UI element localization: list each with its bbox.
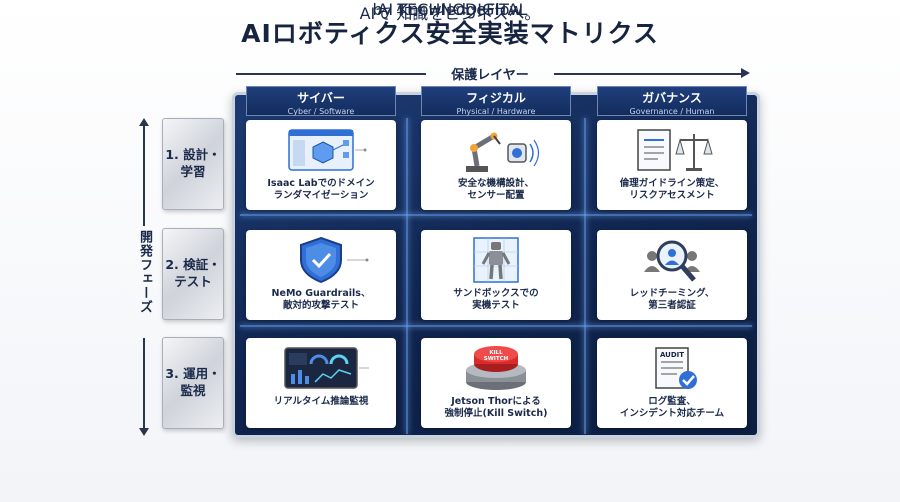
column-header-cyber: サイバー Cyber / Software	[246, 86, 396, 116]
cell-cyber-design: Isaac Labでのドメイン ランダマイゼーション	[246, 120, 396, 210]
kill-switch-icon	[421, 344, 571, 394]
row-header-label: 3. 運用・ 監視	[165, 366, 221, 398]
row-header-operate: 3. 運用・ 監視	[162, 337, 224, 429]
grid-line	[584, 118, 586, 434]
layer-axis-label: 保護レイヤー	[451, 68, 529, 83]
arrow-right-icon	[741, 68, 750, 78]
column-header-governance: ガバナンス Governance / Human	[597, 86, 747, 116]
cell-text: Jetson Thorによる 強制停止(Kill Switch)	[444, 396, 548, 420]
arrow-down-icon	[139, 428, 149, 436]
phase-axis-label: 開発フェーズ	[137, 230, 152, 314]
cell-physical-design: 安全な機構設計、 センサー配置	[421, 120, 571, 210]
row-header-label: 1. 設計・ 学習	[165, 147, 221, 179]
row-header-design: 1. 設計・ 学習	[162, 118, 224, 210]
cell-governance-design: 倫理ガイドライン策定、 リスクアセスメント	[597, 120, 747, 210]
cell-governance-verify: レッドチーミング、 第三者認証	[597, 230, 747, 320]
column-header-physical: フィジカル Physical / Hardware	[421, 86, 571, 116]
phase-axis-line-top	[143, 124, 145, 226]
grid-line	[406, 118, 408, 434]
cell-cyber-operate: リアルタイム推論監視	[246, 338, 396, 428]
cell-text: 倫理ガイドライン策定、 リスクアセスメント	[619, 178, 725, 202]
brand-name: AI KnowledgeFlow	[377, 0, 523, 19]
arrow-up-icon	[139, 118, 149, 126]
cell-physical-operate: KILL SWITCH Jetson Thorによる 強制停止(Kill Swi…	[421, 338, 571, 428]
phase-axis-line-bottom	[143, 338, 145, 430]
column-header-title: フィジカル	[466, 91, 526, 105]
cell-governance-operate: AUDIT ログ監査、 インシデント対応チーム	[597, 338, 747, 428]
column-header-subtitle: Cyber / Software	[287, 107, 355, 116]
audit-label: AUDIT	[659, 351, 685, 359]
phase-axis: 開発フェーズ	[132, 118, 156, 436]
robot-arm-icon	[421, 126, 571, 176]
column-header-title: サイバー	[297, 91, 345, 105]
humanoid-robot-icon	[421, 236, 571, 286]
brand-byline: by TECHNODIGITAL	[372, 0, 528, 19]
page-title: AIロボティクス安全実装マトリクス	[241, 19, 659, 48]
audit-document-icon	[597, 344, 747, 394]
layer-axis-line-left	[236, 73, 426, 75]
layer-axis: 保護レイヤー	[236, 64, 752, 83]
grid-line	[240, 325, 752, 327]
kill-switch-label: KILL SWITCH	[483, 350, 509, 363]
document-scale-icon	[597, 126, 747, 176]
brand-tagline: AIで 知識をビジネスへ。	[359, 4, 541, 23]
cell-text: ログ監査、 インシデント対応チーム	[619, 396, 725, 420]
cell-text: 安全な機構設計、 センサー配置	[457, 178, 534, 202]
column-header-title: ガバナンス	[642, 91, 702, 105]
cell-text: リアルタイム推論監視	[273, 396, 369, 407]
cell-cyber-verify: NeMo Guardrails、 敵対的攻撃テスト	[246, 230, 396, 320]
simulation-monitor-icon	[246, 126, 396, 176]
row-header-verify: 2. 検証・ テスト	[162, 228, 224, 320]
cell-text: サンドボックスでの 実機テスト	[453, 288, 539, 312]
cell-text: レッドチーミング、 第三者認証	[629, 288, 715, 312]
dashboard-icon	[246, 344, 396, 394]
cell-text: NeMo Guardrails、 敵対的攻撃テスト	[271, 288, 371, 312]
cell-physical-verify: サンドボックスでの 実機テスト	[421, 230, 571, 320]
column-header-subtitle: Physical / Hardware	[456, 107, 536, 116]
row-header-label: 2. 検証・ テスト	[165, 257, 221, 289]
column-header-subtitle: Governance / Human	[629, 107, 715, 116]
magnifier-people-icon	[597, 236, 747, 286]
shield-icon	[246, 236, 396, 286]
grid-line	[240, 214, 752, 216]
layer-axis-line-right	[554, 73, 744, 75]
cell-text: Isaac Labでのドメイン ランダマイゼーション	[267, 178, 375, 202]
